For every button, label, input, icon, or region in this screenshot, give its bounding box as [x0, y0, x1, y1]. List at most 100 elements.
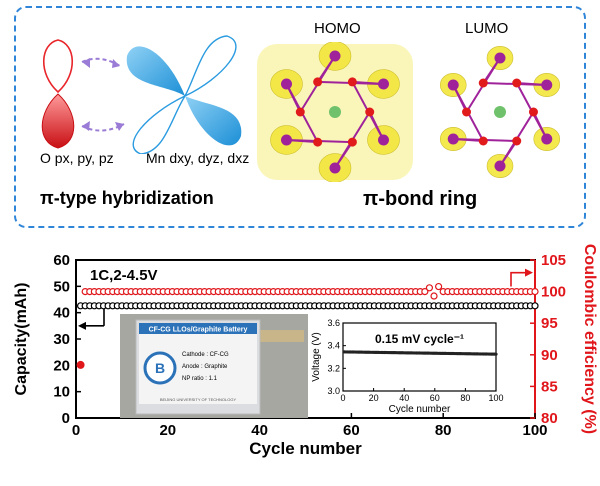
x-tick-label: 100 — [522, 422, 547, 439]
mn-atom — [494, 52, 506, 64]
battery-tab — [254, 330, 304, 342]
oxygen-atom — [512, 78, 522, 88]
inset-y-tick-label: 3.0 — [327, 386, 340, 396]
center-atom — [329, 106, 341, 118]
mn-atom — [447, 79, 459, 91]
capacity-series — [76, 302, 539, 310]
right-axis-arrow — [510, 271, 531, 287]
y-right-tick-label: 105 — [541, 252, 566, 269]
homo-label: HOMO — [314, 20, 361, 37]
y-left-axis-label: Capacity(mAh) — [13, 283, 30, 396]
y-left-tick-label: 0 — [62, 410, 70, 427]
lumo-label: LUMO — [465, 20, 509, 37]
mn-atom — [447, 133, 459, 145]
oxygen-atom — [313, 137, 323, 147]
label-header-bar — [139, 323, 257, 334]
efficiency-point — [76, 360, 85, 369]
efficiency-point — [425, 284, 434, 292]
pi-bond-ring-label: π-bond ring — [363, 188, 478, 210]
oxygen-atom — [462, 107, 472, 117]
oxygen-atom — [512, 136, 522, 146]
oxygen-atom — [478, 78, 488, 88]
x-axis-label: Cycle number — [249, 439, 362, 458]
inset-x-tick-label: 80 — [460, 393, 470, 403]
left-axis-arrowhead — [78, 321, 86, 330]
mn-atom — [541, 133, 553, 145]
efficiency-point — [421, 287, 429, 296]
x-tick-label: 0 — [72, 422, 80, 439]
y-left-tick-label: 60 — [53, 252, 70, 269]
anode-text: Anode : Graphite — [182, 364, 228, 370]
oxygen-atom — [347, 137, 357, 147]
cathode-text: Cathode : CF-CG — [182, 352, 229, 358]
y-left-tick-label: 40 — [53, 305, 70, 322]
o-orbital-upper-lobe — [43, 39, 73, 94]
schematic-panel — [14, 6, 586, 228]
capacity-point — [531, 302, 539, 310]
orbital-diagram — [41, 35, 242, 154]
y-right-tick-label: 85 — [541, 378, 558, 395]
x-tick-label: 80 — [435, 422, 452, 439]
inset-slope-note: 0.15 mV cycle⁻¹ — [375, 332, 464, 346]
oxygen-atom — [295, 107, 305, 117]
oxygen-atom — [528, 107, 538, 117]
inset-x-tick-label: 20 — [369, 393, 379, 403]
mn-atom — [377, 134, 389, 146]
y-left-tick-label: 50 — [53, 278, 70, 295]
hybridization-label: π-type hybridization — [40, 188, 214, 208]
inset-voltage-point — [494, 352, 498, 356]
efficiency-point — [430, 292, 438, 300]
mn-atom — [281, 134, 293, 146]
efficiency-point — [435, 282, 443, 291]
efficiency-point — [531, 287, 539, 296]
inset-x-tick-label: 40 — [399, 393, 409, 403]
homo-structure — [257, 42, 413, 182]
lumo-structure — [439, 46, 561, 179]
mn-atom — [494, 160, 506, 172]
x-tick-label: 20 — [159, 422, 176, 439]
center-atom — [494, 106, 506, 118]
x-tick-label: 40 — [251, 422, 268, 439]
o-orbital-lower-lobe — [41, 93, 75, 149]
mn-atom — [329, 162, 341, 174]
oxygen-atom — [313, 77, 323, 87]
mn-d-orbital — [126, 35, 242, 154]
mn-atom — [329, 50, 341, 62]
inset-x-tick-label: 100 — [488, 393, 503, 403]
y-right-tick-label: 95 — [541, 315, 558, 332]
y-right-tick-label: 90 — [541, 347, 558, 364]
mn-atom — [541, 79, 553, 91]
efficiency-series — [76, 282, 539, 369]
right-axis-arrowhead — [525, 268, 533, 277]
y-left-tick-label: 20 — [53, 357, 70, 374]
o-orbitals-label: O px, py, pz — [40, 150, 114, 166]
inset-frame — [342, 322, 497, 392]
mn-atom — [281, 78, 293, 90]
inset-y-axis-label: Voltage (V) — [311, 332, 322, 381]
mn-atom — [377, 78, 389, 90]
inset-x-axis-label: Cycle number — [389, 404, 451, 415]
inset-y-tick-label: 3.6 — [327, 318, 340, 328]
x-tick-label: 60 — [343, 422, 360, 439]
np-ratio-text: NP ratio : 1.1 — [182, 376, 218, 382]
inset-y-tick-label: 3.4 — [327, 341, 340, 351]
oxygen-atom — [347, 77, 357, 87]
condition-annotation: 1C,2-4.5V — [90, 267, 158, 284]
oxygen-atom — [478, 136, 488, 146]
y-right-tick-label: 100 — [541, 284, 566, 301]
footer-text: BEIJING UNIVERSITY OF TECHNOLOGY — [160, 397, 237, 402]
inset-x-tick-label: 0 — [340, 393, 345, 403]
battery-header-text: CF-CG LLOs/Graphite Battery — [149, 327, 248, 334]
university-logo — [143, 351, 177, 385]
mn-orbitals-label: Mn dxy, dyz, dxz — [146, 150, 250, 166]
y-left-tick-label: 10 — [53, 384, 70, 401]
oxygen-atom — [365, 107, 375, 117]
y-right-tick-label: 80 — [541, 410, 558, 427]
logo-letter: B — [155, 360, 165, 376]
inset-x-tick-label: 60 — [430, 393, 440, 403]
y-left-tick-label: 30 — [53, 331, 70, 348]
